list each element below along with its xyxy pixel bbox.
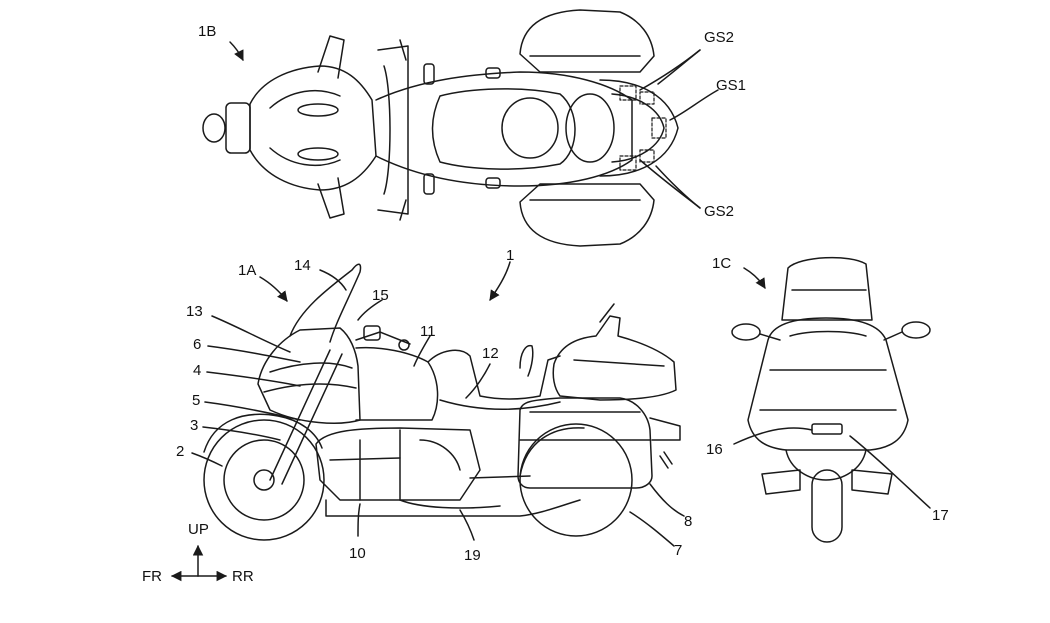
view-label-side: 1A bbox=[238, 262, 257, 279]
part-label-10: 10 bbox=[349, 545, 366, 562]
part-label-13: 13 bbox=[186, 303, 203, 320]
part-label-3: 3 bbox=[190, 417, 199, 434]
view-1b-arrow bbox=[229, 41, 244, 61]
sensor-label-gs1: GS1 bbox=[716, 77, 747, 94]
top-view-drawing bbox=[202, 9, 719, 247]
part-label-7: 7 bbox=[674, 542, 683, 559]
part-label-11: 11 bbox=[420, 323, 436, 340]
view-label-front: 1C bbox=[712, 255, 732, 272]
part-label-8: 8 bbox=[684, 513, 693, 530]
view-1c-arrow bbox=[743, 267, 766, 289]
sensor-label-gs2-lower: GS2 bbox=[704, 203, 735, 220]
vehicle-1-arrow bbox=[489, 261, 511, 301]
part-label-19: 19 bbox=[464, 547, 481, 564]
view-1a-arrow bbox=[259, 276, 288, 302]
part-label-17: 17 bbox=[932, 507, 949, 524]
sensor-label-gs2-upper: GS2 bbox=[704, 29, 735, 46]
part-label-16: 16 bbox=[706, 441, 723, 458]
part-label-5: 5 bbox=[192, 392, 201, 409]
axis-label-up: UP bbox=[188, 521, 209, 538]
part-label-12: 12 bbox=[482, 345, 499, 362]
front-view-drawing bbox=[731, 256, 931, 543]
vehicle-ref-label: 1 bbox=[506, 247, 515, 264]
direction-axes bbox=[170, 544, 228, 582]
part-label-4: 4 bbox=[193, 362, 202, 379]
part-label-2: 2 bbox=[176, 443, 185, 460]
part-label-14: 14 bbox=[294, 257, 311, 274]
axis-label-rear: RR bbox=[232, 568, 254, 585]
part-label-15: 15 bbox=[372, 287, 389, 304]
axis-label-front: FR bbox=[142, 568, 162, 585]
side-view-drawing bbox=[191, 263, 685, 547]
part-label-6: 6 bbox=[193, 336, 202, 353]
view-label-top: 1B bbox=[198, 23, 217, 40]
